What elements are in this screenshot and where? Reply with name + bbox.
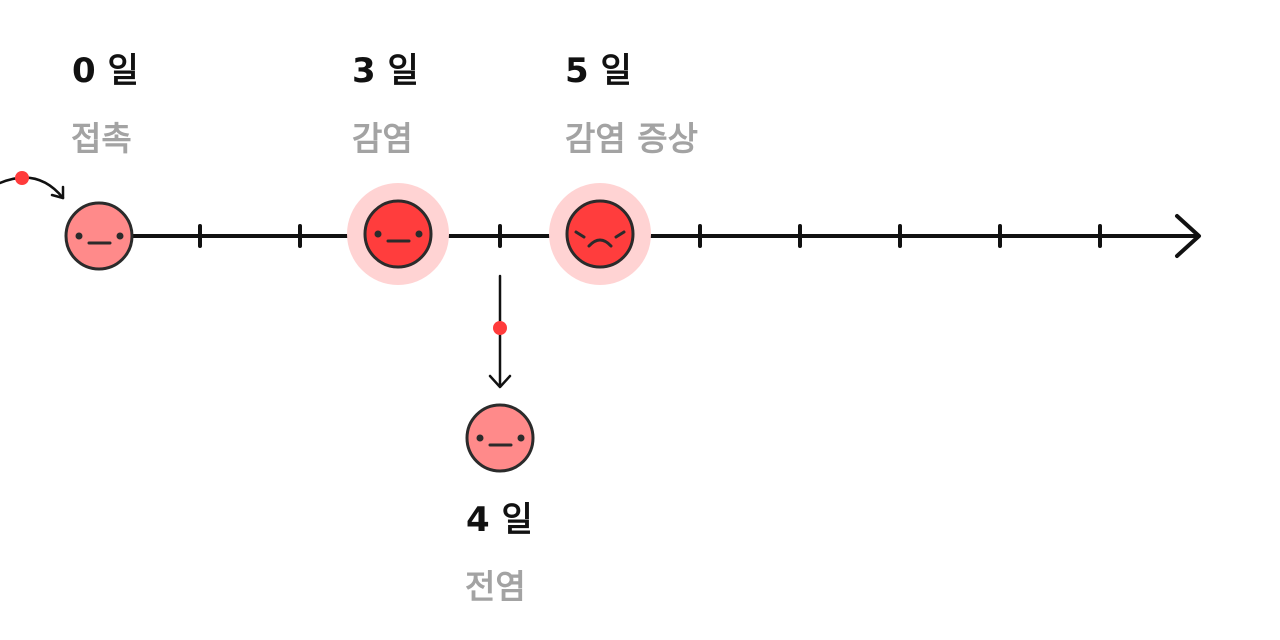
arrow-right-icon xyxy=(1175,214,1201,258)
neutral-face-icon xyxy=(363,199,433,269)
tick-marks xyxy=(198,224,1102,248)
neutral-face-icon xyxy=(64,201,134,271)
neutral-face-icon xyxy=(465,403,535,473)
transmission-label: 전염 xyxy=(465,567,526,606)
day-4-label: 4 일 xyxy=(466,500,533,540)
symptom-label: 감염 증상 xyxy=(565,119,698,158)
transmission-dot xyxy=(493,321,507,335)
contact-label: 접촉 xyxy=(71,119,132,158)
arrow-down-icon xyxy=(488,274,512,389)
day-3-label: 3 일 xyxy=(352,51,419,91)
curved-arrow-icon xyxy=(0,171,65,200)
infection-label: 감염 xyxy=(352,119,413,158)
day-5-label: 5 일 xyxy=(565,51,632,91)
transmission-dot xyxy=(15,171,29,185)
day-0-label: 0 일 xyxy=(72,51,139,91)
sad-face-icon xyxy=(565,199,635,269)
